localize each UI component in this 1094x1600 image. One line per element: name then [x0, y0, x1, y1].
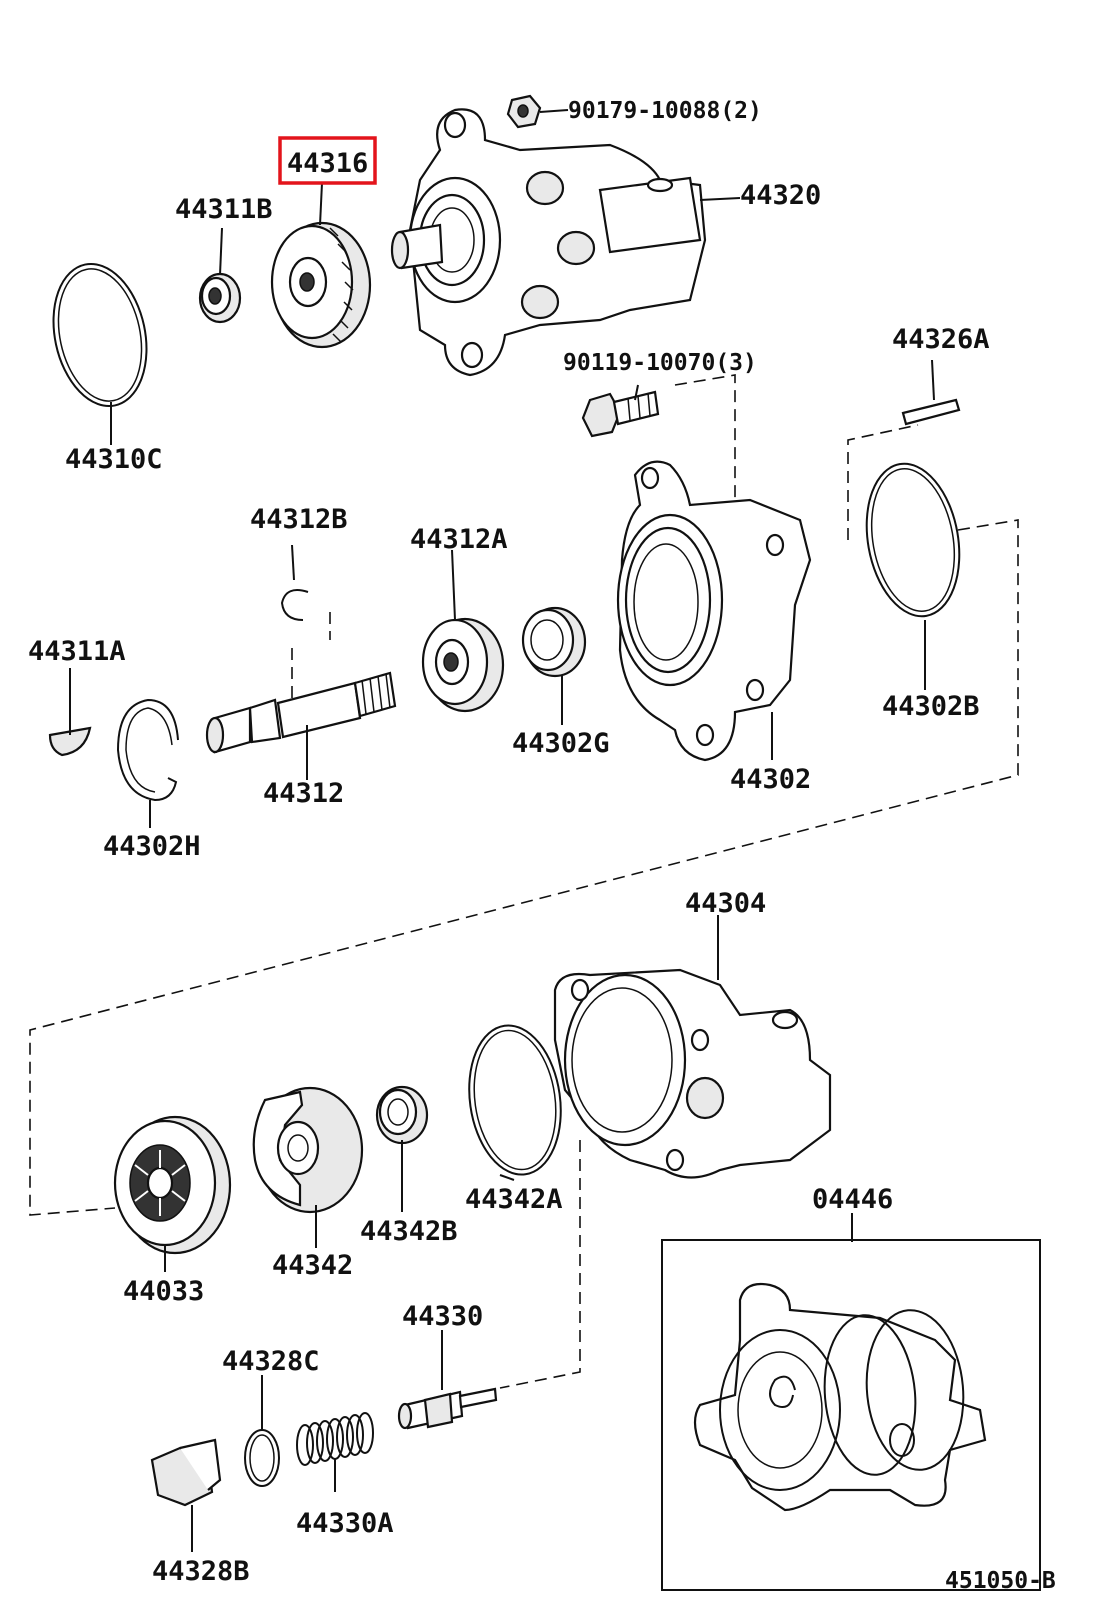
label-44326a[interactable]: 44326A [892, 324, 990, 355]
label-04446[interactable]: 04446 [812, 1184, 893, 1215]
part-44312a-bearing[interactable] [421, 617, 505, 713]
part-44311a-woodruff-key[interactable] [48, 726, 92, 757]
part-44342-cam-ring[interactable] [252, 1086, 364, 1214]
part-44310c-o-ring[interactable] [41, 255, 159, 415]
label-44312a[interactable]: 44312A [410, 524, 508, 555]
label-90119-10070[interactable]: 90119-10070(3) [563, 350, 757, 376]
label-44328b[interactable]: 44328B [152, 1556, 250, 1587]
part-44328c-o-ring[interactable] [244, 1429, 280, 1487]
label-44033[interactable]: 44033 [123, 1276, 204, 1307]
label-44330a[interactable]: 44330A [296, 1508, 394, 1539]
part-44316-gear[interactable] [270, 221, 372, 349]
label-44312b[interactable]: 44312B [250, 504, 348, 535]
part-44312b-snap-ring[interactable] [280, 589, 309, 621]
part-44304-cover-housing[interactable] [553, 968, 832, 1179]
label-44310c[interactable]: 44310C [65, 444, 163, 475]
label-44330[interactable]: 44330 [402, 1301, 483, 1332]
label-44311b[interactable]: 44311B [175, 194, 273, 225]
label-44302g[interactable]: 44302G [512, 728, 610, 759]
part-44311b-nut[interactable] [198, 272, 242, 324]
part-44302h-snap-ring[interactable] [116, 698, 179, 802]
part-90179-nut[interactable] [506, 94, 542, 129]
label-44302[interactable]: 44302 [730, 764, 811, 795]
part-44330a-spring[interactable] [296, 1412, 374, 1466]
part-44302-housing[interactable] [616, 460, 812, 762]
label-44342[interactable]: 44342 [272, 1250, 353, 1281]
part-90119-bolt[interactable] [581, 390, 660, 438]
part-44302g-seal[interactable] [521, 606, 587, 678]
label-44302b[interactable]: 44302B [882, 691, 980, 722]
part-44328b-plug[interactable] [150, 1438, 222, 1507]
highlight-box-44316 [278, 136, 377, 185]
part-44302b-o-ring[interactable] [855, 456, 970, 623]
label-44342b[interactable]: 44342B [360, 1216, 458, 1247]
part-44320-pump-assembly[interactable] [390, 108, 707, 377]
part-44033-rotor[interactable] [113, 1115, 232, 1255]
label-44320[interactable]: 44320 [740, 180, 821, 211]
label-44342a[interactable]: 44342A [465, 1184, 563, 1215]
part-04446-gasket-kit[interactable] [661, 1239, 1041, 1591]
label-44316[interactable]: 44316 [287, 148, 368, 179]
label-90179-10088[interactable]: 90179-10088(2) [568, 98, 762, 124]
part-44312-shaft[interactable] [205, 671, 397, 754]
label-44312[interactable]: 44312 [263, 778, 344, 809]
part-44342a-o-ring[interactable] [460, 1019, 570, 1180]
leader-lines [69, 109, 935, 1552]
diagram-reference-code: 451050-B [945, 1568, 1056, 1594]
label-44311a[interactable]: 44311A [28, 636, 126, 667]
part-44326a-pin[interactable] [901, 398, 961, 426]
label-44304[interactable]: 44304 [685, 888, 766, 919]
assembly-dashed-lines [29, 374, 1019, 1389]
label-44302h[interactable]: 44302H [103, 831, 201, 862]
part-labels: 90179-10088(2) 44316 44311B 44320 44310C… [28, 98, 1056, 1594]
part-44342b-spring-seat[interactable] [375, 1085, 429, 1145]
label-44328c[interactable]: 44328C [222, 1346, 320, 1377]
part-44330-flow-valve[interactable] [397, 1387, 498, 1430]
